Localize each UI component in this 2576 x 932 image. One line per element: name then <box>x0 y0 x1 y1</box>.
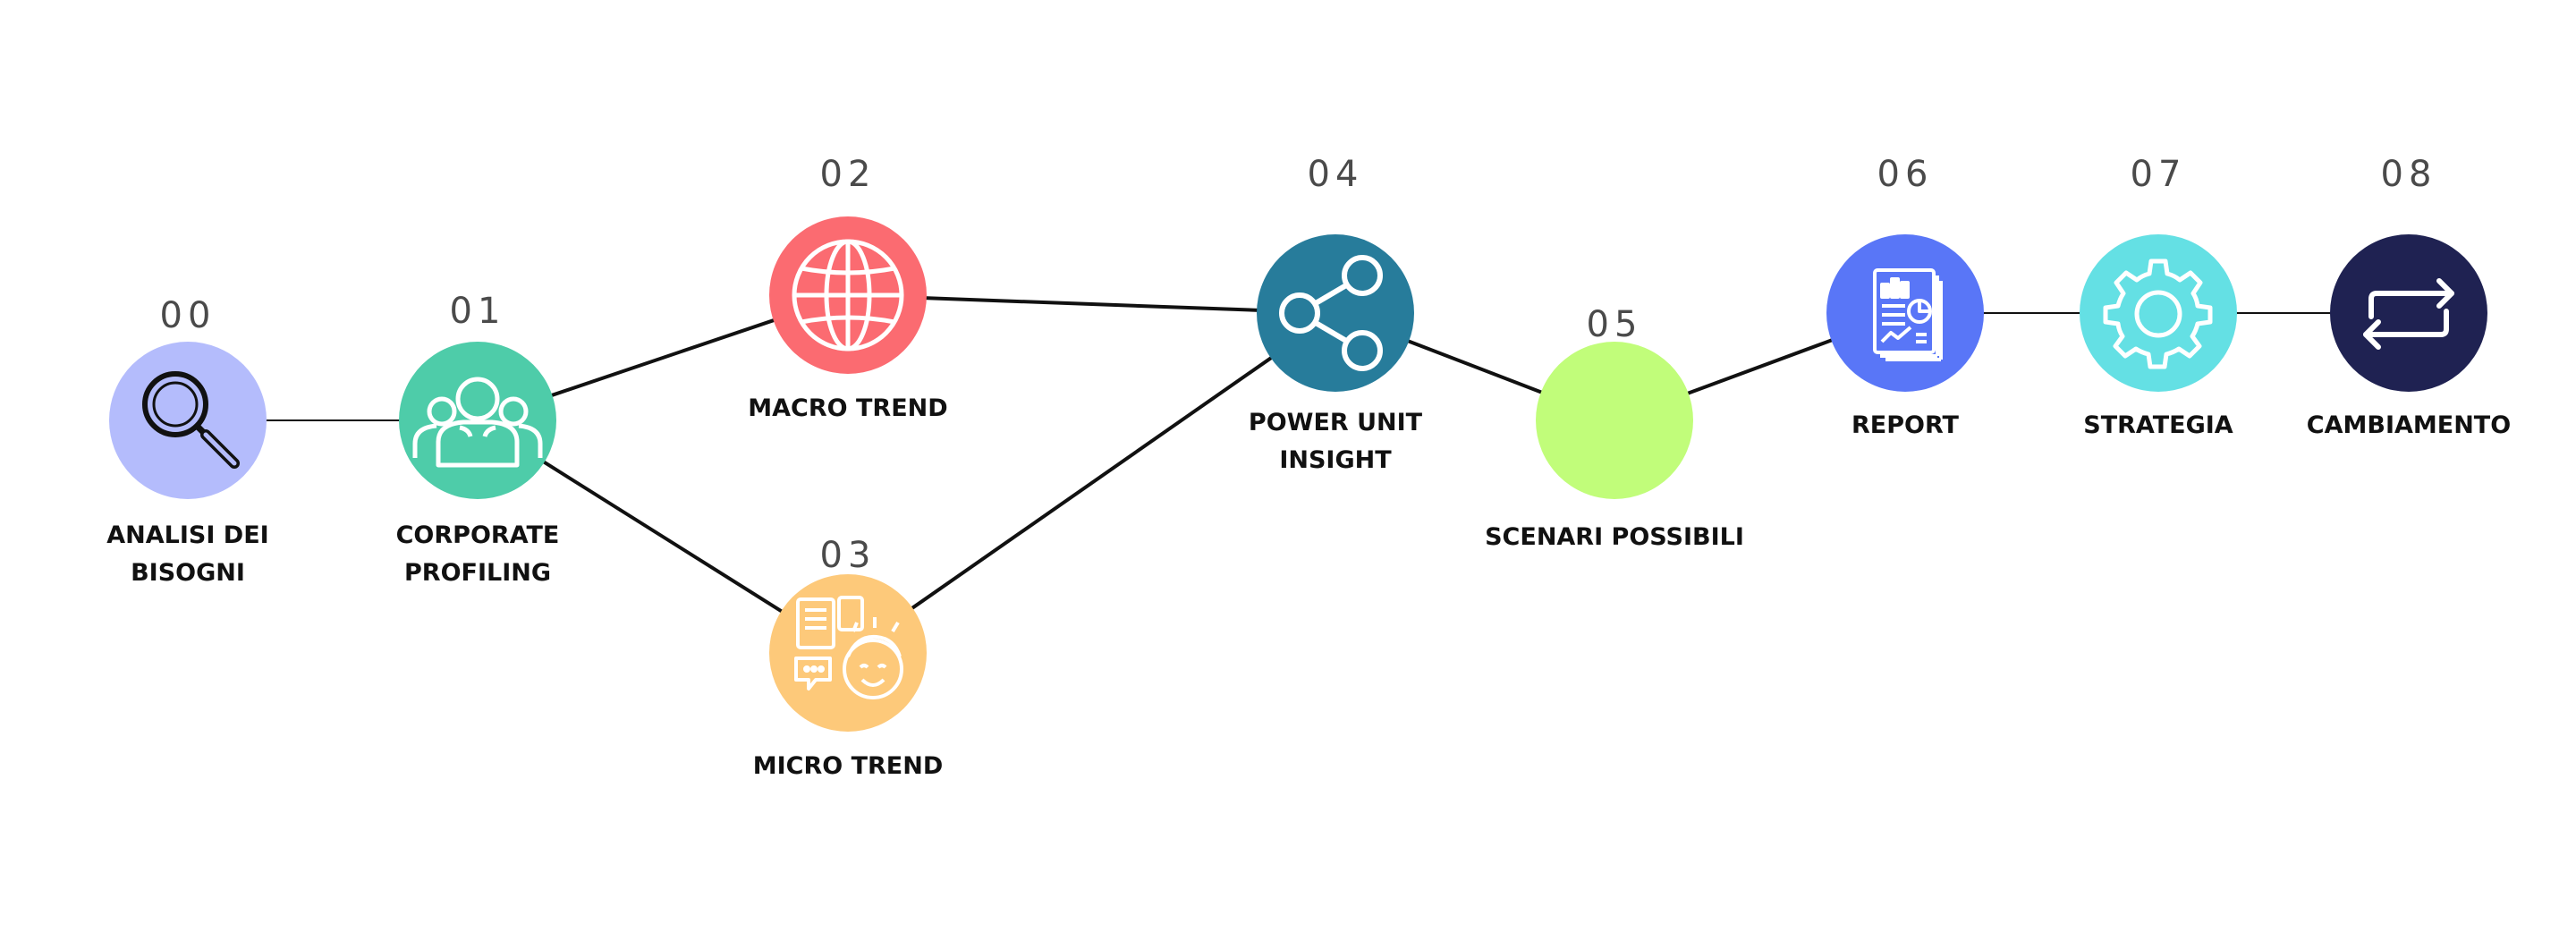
node-circle-n05 <box>1536 342 1693 499</box>
node-n02 <box>769 216 927 374</box>
step-number: 03 <box>819 535 877 576</box>
step-label-line: MICRO TREND <box>752 752 944 780</box>
step-number: 01 <box>449 291 506 332</box>
step-label: STRATEGIA <box>2024 407 2292 445</box>
step-label-line: SCENARI POSSIBILI <box>1485 523 1744 551</box>
step-label: ANALISI DEI BISOGNI <box>54 517 322 592</box>
step-label: MACRO TREND <box>714 390 982 428</box>
step-number: 04 <box>1307 154 1364 195</box>
mind-ideas-icon <box>794 596 903 699</box>
swap-arrows-icon <box>2363 278 2454 350</box>
connector-n01-n03 <box>541 460 784 614</box>
node-n04 <box>1257 234 1414 392</box>
share-icon <box>1279 255 1383 371</box>
magnifier-icon <box>142 371 240 469</box>
step-label-line: REPORT <box>1852 411 1959 439</box>
step-label: MICRO TREND <box>714 748 982 785</box>
connector-n04-n05 <box>1406 339 1544 394</box>
step-label-line: MACRO TREND <box>748 394 948 422</box>
globe-icon <box>792 239 904 352</box>
step-label-line: STRATEGIA <box>2083 411 2233 439</box>
connector-n03-n04 <box>910 355 1274 611</box>
step-label-line: PROFILING <box>403 559 552 587</box>
step-number: 00 <box>159 295 216 336</box>
node-n01 <box>399 342 556 499</box>
node-n00 <box>109 342 267 499</box>
step-label: CAMBIAMENTO <box>2275 407 2543 445</box>
node-circle-n08 <box>2330 234 2487 392</box>
step-label-line: INSIGHT <box>1279 446 1392 474</box>
step-label: POWER UNIT INSIGHT <box>1201 404 1470 479</box>
step-label-line: CAMBIAMENTO <box>2306 411 2512 439</box>
step-label-line: CORPORATE <box>395 521 560 549</box>
step-label-line: BISOGNI <box>131 559 245 587</box>
node-n08 <box>2330 234 2487 392</box>
node-circle-n04 <box>1257 234 1414 392</box>
step-number: 05 <box>1586 304 1643 345</box>
step-number: 02 <box>819 154 877 195</box>
node-n06 <box>1826 234 1984 392</box>
node-n03 <box>769 574 927 732</box>
people-group-icon <box>412 377 543 468</box>
step-label: SCENARI POSSIBILI <box>1480 519 1749 556</box>
step-label-line: POWER UNIT <box>1248 409 1423 436</box>
report-icon <box>1873 268 1943 361</box>
connector-n05-n06 <box>1685 337 1835 396</box>
node-n07 <box>2080 234 2237 392</box>
step-number: 07 <box>2130 154 2187 195</box>
step-number: 08 <box>2380 154 2437 195</box>
step-label: REPORT <box>1771 407 2039 445</box>
connector-n02-n04 <box>924 296 1259 312</box>
step-number: 06 <box>1877 154 1934 195</box>
step-label-line: ANALISI DEI <box>106 521 269 549</box>
step-label: CORPORATE PROFILING <box>343 517 612 592</box>
gear-icon <box>2103 258 2213 369</box>
connector-n01-n02 <box>549 318 776 398</box>
node-n05 <box>1536 342 1693 499</box>
